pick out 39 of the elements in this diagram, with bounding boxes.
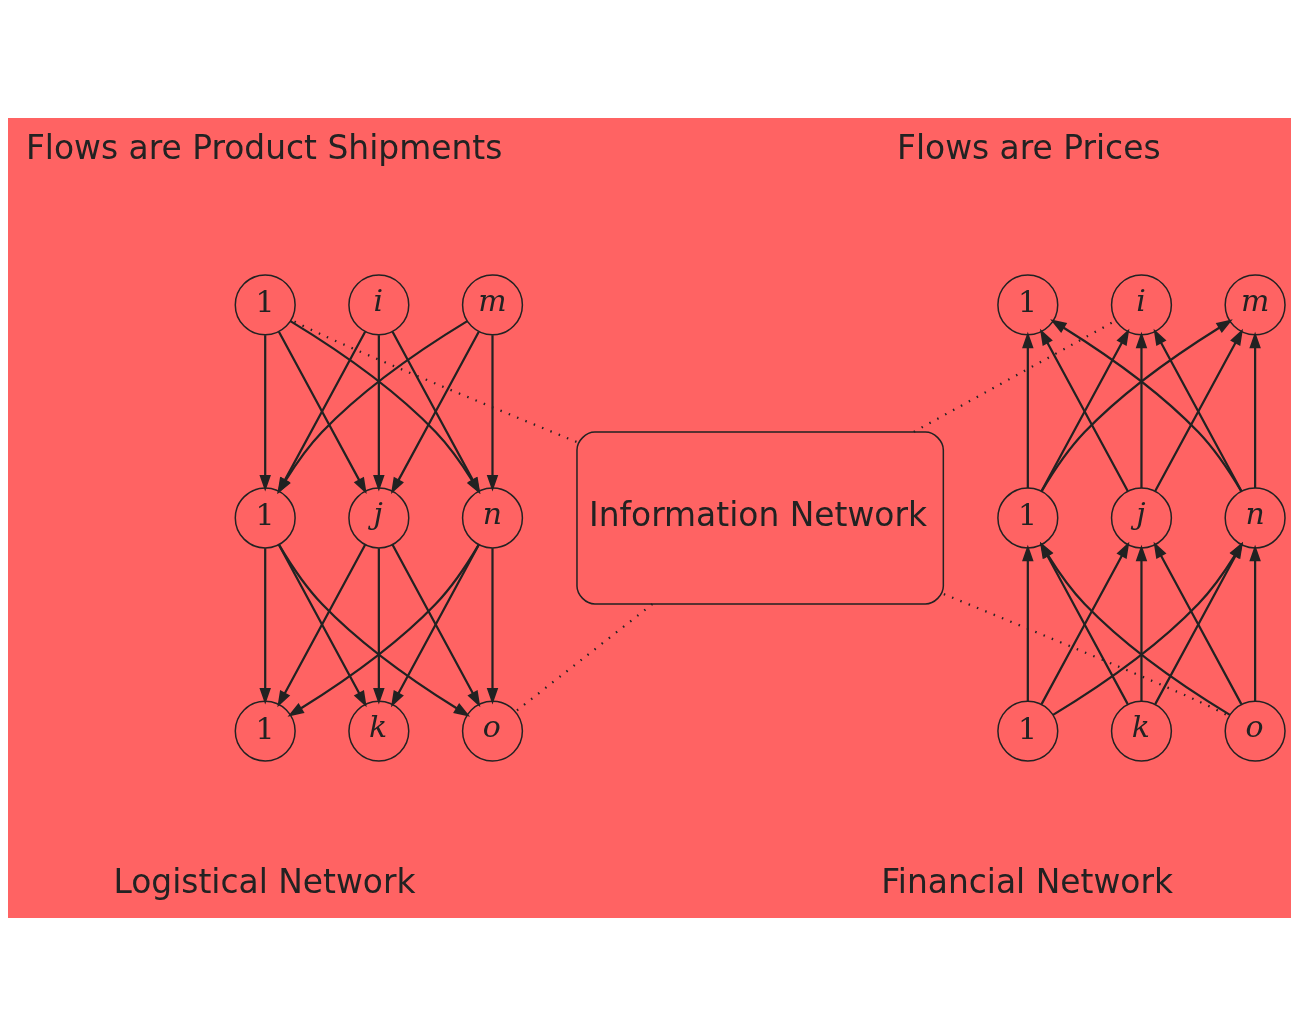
node-circle: m (461, 274, 524, 336)
label: Flows are Prices (896, 128, 1161, 168)
node-circle: k (348, 700, 410, 762)
node-circle: 1 (997, 487, 1059, 549)
arrow (1022, 331, 1034, 489)
node-circle: n (461, 487, 524, 549)
node-circle: 1 (997, 700, 1059, 762)
node-circle: k (1110, 700, 1173, 762)
arrow (259, 335, 271, 492)
arrow (373, 548, 385, 705)
arrow (1249, 331, 1261, 489)
label: Logistical Network (113, 862, 416, 902)
connector (514, 603, 654, 713)
node-circle: 1 (234, 487, 296, 549)
node-circle: m (1224, 274, 1286, 336)
node-circle: 1 (997, 274, 1059, 336)
node-circle: 1 (234, 274, 296, 336)
arrow (373, 335, 385, 492)
arrow (259, 548, 271, 705)
arrow (277, 544, 367, 708)
arrow (1022, 544, 1034, 702)
node-circle: o (1224, 700, 1286, 762)
arrow (486, 335, 499, 492)
arrow (1135, 331, 1148, 489)
connector (291, 319, 577, 443)
arrow (486, 548, 499, 705)
node-box: Information Network (576, 431, 945, 605)
label: Flows are Product Shipments (25, 128, 503, 168)
arrow (277, 331, 367, 495)
node-circle: i (348, 274, 410, 336)
arrow (1249, 544, 1261, 702)
node-circle: i (1110, 274, 1173, 336)
node-circle: n (1224, 487, 1286, 549)
node-circle: j (348, 487, 410, 549)
node-circle: o (461, 700, 524, 762)
node-circle: 1 (234, 700, 296, 762)
node-circle: j (1110, 487, 1173, 549)
arrow (1135, 544, 1148, 702)
label: Financial Network (881, 862, 1173, 902)
